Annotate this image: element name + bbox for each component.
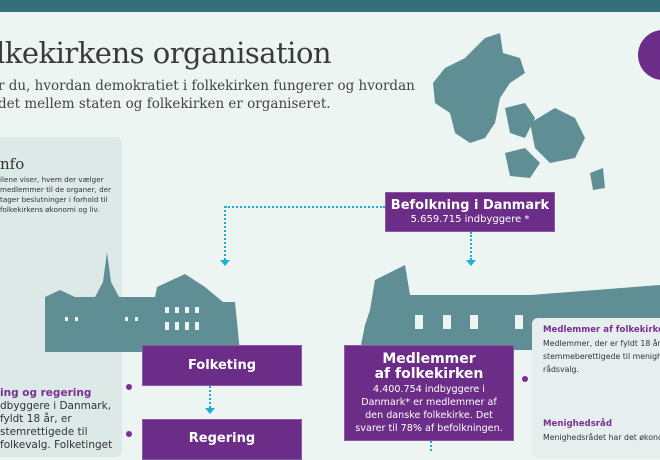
info-heading: nfo (0, 155, 25, 173)
info-text: ilene viser, hvem der vælger medlemmer t… (0, 175, 112, 214)
members-title-2: af folkekirken (374, 366, 484, 382)
members-box[interactable]: Medlemmer af folkekirken 4.400.754 indby… (344, 345, 514, 441)
denmark-map-icon (433, 33, 605, 190)
regering-box[interactable]: Regering (142, 419, 302, 460)
right-heading-members: Medlemmer af folkekirken (543, 325, 660, 335)
right-text-members: Medlemmer, der er fyldt 18 år, er stemme… (543, 337, 660, 376)
right-text-council: Menighedsrådet har det økonomiske (543, 431, 660, 444)
text-line: Medlemmer, der er fyldt 18 år, er (543, 339, 660, 348)
arrow-down-icon (205, 408, 215, 414)
regering-title: Regering (188, 431, 256, 446)
connector-line (224, 206, 226, 260)
connector-line (470, 232, 472, 260)
folketing-title: Folketing (187, 358, 257, 373)
page-title: lkekirkens organisation (0, 36, 332, 70)
bullet-dot[interactable] (522, 376, 528, 382)
text-line: rådsvalg. (543, 365, 579, 374)
connector-line (209, 386, 211, 408)
folketing-box[interactable]: Folketing (142, 345, 302, 386)
connector-line (430, 441, 432, 451)
bullet-dot[interactable] (126, 431, 132, 437)
logo-seal-icon (638, 30, 660, 80)
members-text: 4.400.754 indbyggere i Danmark* er medle… (355, 384, 503, 434)
left-section-heading: ing og regering (0, 387, 92, 399)
parliament-building-icon (45, 252, 240, 352)
arrow-down-icon (220, 260, 230, 266)
bullet-dot[interactable] (126, 384, 132, 390)
members-title-1: Medlemmer (382, 351, 476, 367)
top-bar (0, 0, 660, 12)
population-title: Befolkning i Danmark (390, 198, 550, 213)
population-box[interactable]: Befolkning i Danmark 5.659.715 indbygger… (385, 192, 555, 232)
population-count: 5.659.715 indbyggere * (410, 214, 530, 225)
text-line: Menighedsrådet har det økonomiske (543, 433, 660, 442)
right-info-panel (532, 318, 660, 458)
left-section-text: dbyggere i Danmark, fyldt 18 år, er stem… (0, 400, 113, 451)
text-line: stemmeberettigede til menigheds- (543, 352, 660, 361)
page-intro: r du, hvordan demokratiet i folkekirken … (0, 78, 415, 112)
right-heading-council: Menighedsråd (543, 419, 612, 429)
arrow-down-icon (466, 260, 476, 266)
connector-line (225, 206, 385, 208)
